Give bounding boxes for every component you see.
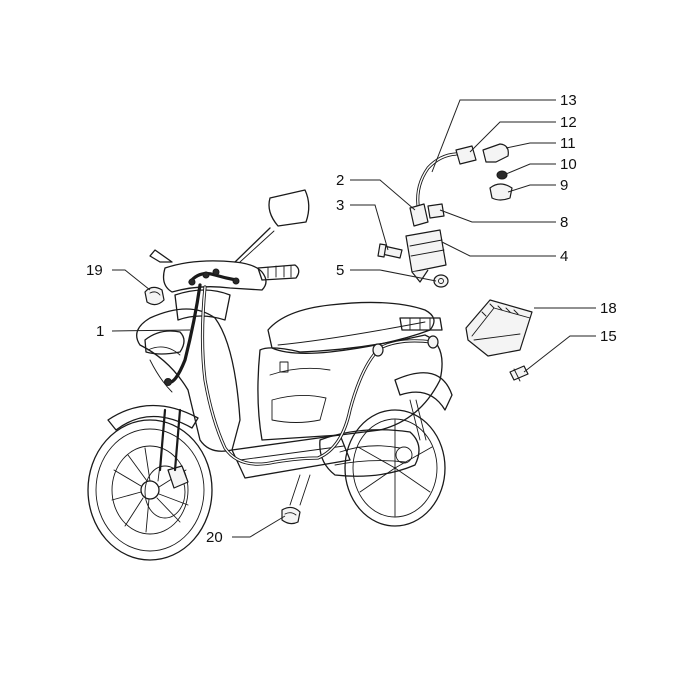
electronic-control-unit: [465, 299, 533, 382]
callout-3: 3: [336, 197, 344, 214]
ignition-coil-assembly: [377, 152, 458, 288]
callout-9: 9: [560, 177, 568, 194]
callout-19: 19: [86, 262, 103, 279]
wiring-harness: [164, 268, 439, 466]
callout-15: 15: [600, 328, 617, 345]
front-wheel: [87, 419, 213, 561]
callout-20: 20: [206, 529, 223, 546]
leader-lines: [111, 99, 596, 538]
callout-1: 1: [96, 323, 104, 340]
callout-4: 4: [560, 248, 568, 265]
callout-11: 11: [560, 135, 576, 152]
callout-2: 2: [336, 172, 344, 189]
callout-10: 10: [560, 156, 577, 173]
scooter-illustration: [87, 189, 453, 561]
callout-18: 18: [600, 300, 617, 317]
clip-20: [281, 506, 301, 525]
callout-13: 13: [560, 92, 577, 109]
callout-12: 12: [560, 114, 577, 131]
rear-wheel: [344, 409, 446, 527]
callout-8: 8: [560, 214, 568, 231]
spark-plug-cap-group: [455, 143, 513, 201]
callout-labels: 1 2 3 4 5 8 9 10 11 12 13 15 18 19 20: [86, 92, 617, 546]
clip-19: [144, 286, 165, 306]
callout-5: 5: [336, 262, 344, 279]
